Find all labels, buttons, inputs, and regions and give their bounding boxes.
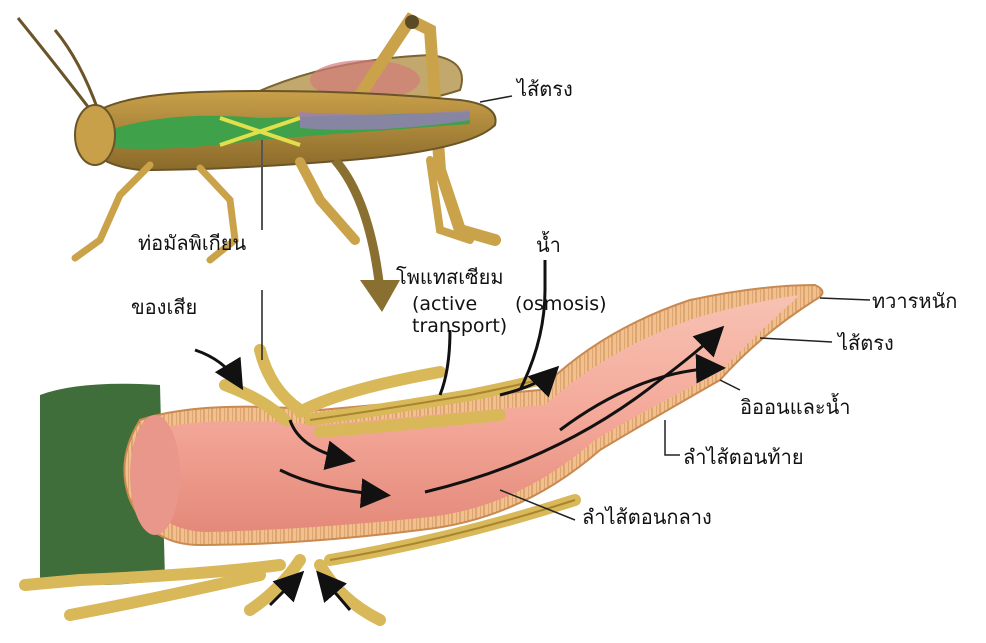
gut-opening [130,415,180,535]
label-ions-and-water: อิออนและน้ำ [740,396,851,419]
label-malpighian-tubule: ท่อมัลพิเกียน [138,232,246,255]
grasshopper [18,15,496,260]
label-rectum: ไส้ตรง [838,332,894,355]
label-osmosis: (osmosis) [515,294,607,316]
label-water: น้ำ [536,234,561,257]
zoom-arrowhead [360,280,400,312]
rectum-top-leader [480,96,512,102]
label-rectum-top: ไส้ตรง [517,78,573,101]
label-anus: ทวารหนัก [872,290,957,313]
label-hindgut: ลำไส้ตอนท้าย [683,446,804,469]
label-midgut: ลำไส้ตอนกลาง [582,506,712,529]
label-potassium: โพแทสเซียม [396,266,504,289]
label-waste: ของเสีย [131,296,197,319]
label-active-transport: (active transport) [412,294,507,338]
